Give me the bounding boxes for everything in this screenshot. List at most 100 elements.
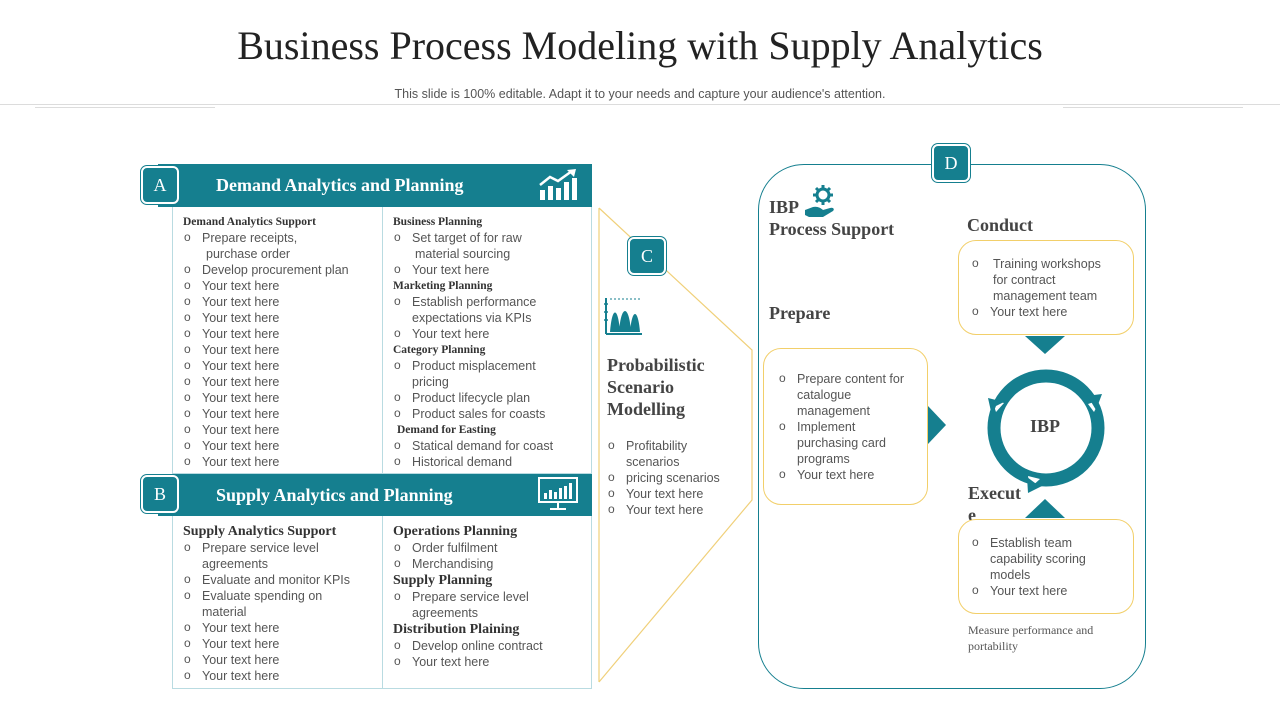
list-item: Historical demand [393, 453, 589, 470]
ibp-process-title: IBP Process Support [769, 196, 929, 240]
section-c-list: Profitability scenarios pricing scenario… [607, 437, 752, 518]
execute-title-line: Execut [968, 483, 1021, 503]
list-item: Establish team [971, 534, 1129, 551]
section-a-column-divider [382, 206, 383, 474]
list-item: Product sales for coasts [393, 405, 589, 422]
list-item: Your text here [183, 453, 379, 470]
list-item: Merchandising [393, 555, 589, 572]
section-c-title-line: Scenario [607, 377, 674, 397]
list-item: Order fulfilment [393, 539, 589, 556]
execute-title-line: e [968, 505, 976, 525]
list-item: management team [993, 289, 1098, 303]
list-heading: Demand for Easting [397, 424, 496, 436]
prepare-list: Prepare content for catalogue management… [778, 370, 923, 483]
list-heading: Supply Analytics Support [183, 524, 337, 539]
list-item: Evaluate spending on [183, 587, 379, 604]
conduct-title: Conduct [967, 215, 1034, 235]
list-item: Your text here [183, 277, 379, 294]
list-item: Product misplacement [393, 357, 589, 374]
section-d-badge: D [932, 144, 970, 182]
list-item: Your text here [183, 389, 379, 406]
prepare-title: Prepare [769, 303, 831, 323]
connector-lines [598, 207, 753, 683]
list-item: agreements [412, 606, 479, 620]
list-item: Your text here [393, 653, 589, 670]
ibp-title-line: Process Support [769, 219, 895, 239]
list-item: programs [797, 452, 850, 466]
list-item: Your text here [971, 582, 1129, 599]
arrow-right-icon [928, 406, 946, 444]
list-item: material sourcing [415, 247, 511, 261]
list-item: expectations via KPIs [412, 311, 532, 325]
list-item: Prepare content for [778, 370, 923, 387]
list-item: pricing scenarios [607, 469, 752, 486]
list-item: Set target of for raw [393, 229, 589, 246]
hand-gear-icon [805, 185, 834, 217]
ibp-title-line: IBP [769, 197, 800, 217]
list-item: material [202, 605, 247, 619]
distribution-chart-icon [604, 298, 642, 335]
page-subtitle: This slide is 100% editable. Adapt it to… [394, 87, 886, 101]
list-item: Your text here [183, 635, 379, 652]
list-item: Your text here [393, 261, 589, 278]
list-heading: Business Planning [393, 216, 483, 228]
list-item: Prepare receipts, [183, 229, 379, 246]
list-item: Establish performance [393, 293, 589, 310]
list-item: Your text here [183, 405, 379, 422]
arrow-up-icon [1025, 499, 1065, 518]
section-c-badge: C [628, 237, 666, 275]
section-b-left-list: Supply Analytics Support Prepare service… [183, 523, 379, 684]
caption-line: portability [968, 639, 1018, 653]
list-heading: Demand Analytics Support [183, 216, 316, 228]
list-item: Prepare service level [393, 588, 589, 605]
list-item: Your text here [183, 421, 379, 438]
ibp-cycle-label: IBP [1029, 416, 1060, 436]
list-item: Your text here [183, 293, 379, 310]
arrow-down-icon [1025, 336, 1065, 354]
list-item: Your text here [183, 341, 379, 358]
list-item: Your text here [183, 325, 379, 342]
conduct-list: Training workshops for contract manageme… [971, 255, 1129, 320]
list-item: management [797, 404, 870, 418]
caption-line: Measure performance and [968, 623, 1094, 637]
list-heading: Marketing Planning [393, 280, 493, 292]
list-item: for contract [993, 273, 1056, 287]
list-item: purchasing card [797, 436, 886, 450]
list-item: Your text here [183, 651, 379, 668]
list-item: Your text here [778, 466, 923, 483]
section-a-header: Demand Analytics and Planning [158, 164, 592, 207]
divider-line-left [35, 107, 215, 108]
list-item: Your text here [971, 303, 1129, 320]
section-b-header: Supply Analytics and Planning [158, 474, 592, 516]
section-b-badge: B [141, 475, 179, 513]
page-title: Business Process Modeling with Supply An… [237, 23, 1043, 68]
list-item: Implement [778, 418, 923, 435]
list-item: Statical demand for coast [393, 437, 589, 454]
list-heading: Distribution Plaining [393, 622, 520, 637]
list-item: agreements [202, 557, 269, 571]
execute-list: Establish team capability scoring models… [971, 534, 1129, 599]
section-c-title-line: Modelling [607, 399, 686, 419]
section-c-title: Probabilistic Scenario Modelling [607, 354, 747, 420]
list-item: Product lifecycle plan [393, 389, 589, 406]
execute-caption: Measure performance and portability [968, 622, 1128, 654]
list-item: Your text here [607, 485, 752, 502]
list-item: Your text here [183, 373, 379, 390]
list-item: Your text here [183, 357, 379, 374]
list-item: scenarios [626, 455, 680, 469]
list-heading: Supply Planning [393, 573, 493, 588]
list-item: Training workshops [971, 255, 1129, 272]
divider-line-right [1063, 107, 1243, 108]
section-a-title: Demand Analytics and Planning [216, 175, 464, 195]
list-item: capability scoring [990, 552, 1086, 566]
section-a-right-list: Business Planning Set target of for raw … [393, 214, 589, 470]
list-item: Prepare service level [183, 539, 379, 556]
list-item: Develop online contract [393, 637, 589, 654]
list-item: purchase order [206, 247, 291, 261]
list-item: models [990, 568, 1031, 582]
list-item: Your text here [183, 437, 379, 454]
list-item: Your text here [607, 501, 752, 518]
execute-title: Execut e [968, 482, 1038, 526]
list-item: Your text here [393, 325, 589, 342]
section-b-column-divider [382, 516, 383, 689]
